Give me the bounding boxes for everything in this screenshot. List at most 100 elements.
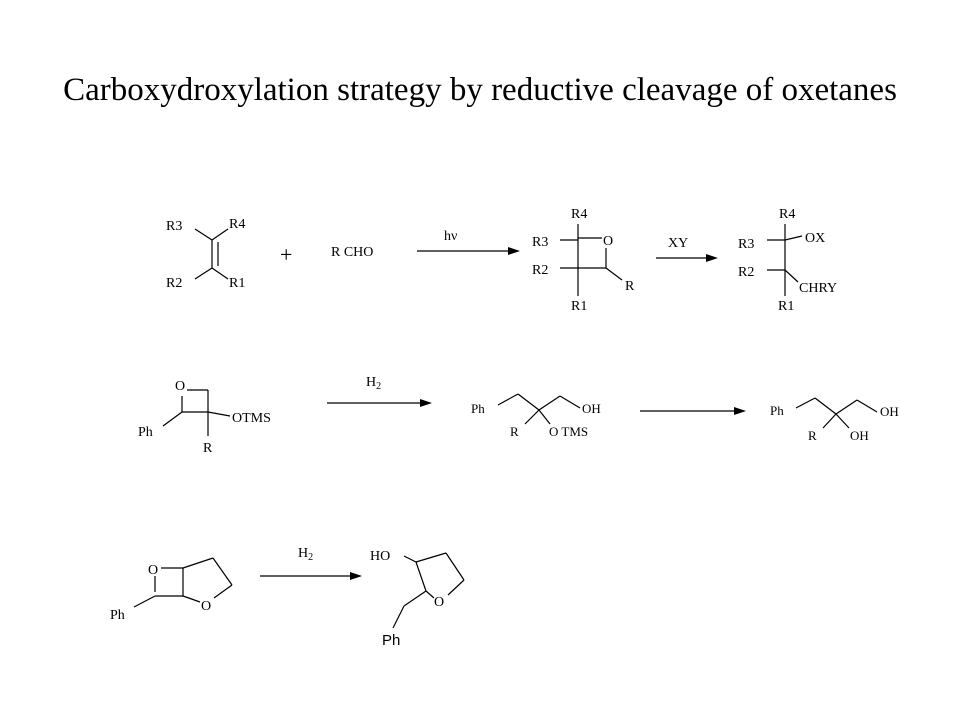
bond bbox=[524, 409, 540, 425]
scheme-3: O O Ph H2 HO O Ph bbox=[110, 546, 465, 649]
label-oh-2: OH bbox=[850, 428, 869, 443]
bond bbox=[213, 584, 233, 599]
bond bbox=[194, 228, 213, 241]
bond bbox=[182, 595, 201, 603]
arrow-label-sub: 2 bbox=[308, 552, 313, 563]
arrow-label: hν bbox=[444, 229, 457, 244]
bond bbox=[403, 590, 427, 607]
oxetane-structure: R4 R3 O R2 R R1 bbox=[532, 207, 635, 314]
label-r4: R4 bbox=[779, 207, 795, 222]
label-r2: R2 bbox=[166, 276, 182, 291]
bond bbox=[822, 413, 837, 429]
label-ox: OX bbox=[805, 231, 825, 246]
arrow-hv: hν bbox=[417, 229, 520, 255]
bond bbox=[182, 557, 214, 569]
arrow-label: H2 bbox=[366, 375, 381, 392]
bond bbox=[447, 579, 465, 596]
label-ho: HO bbox=[370, 549, 390, 564]
label-o-1: O bbox=[148, 563, 158, 578]
label-o: O bbox=[603, 234, 613, 249]
bond bbox=[415, 552, 447, 563]
label-oh-1: OH bbox=[880, 404, 899, 419]
label-ph: Ph bbox=[382, 632, 400, 649]
arrow-xy: XY bbox=[656, 236, 718, 262]
bond bbox=[559, 395, 581, 409]
label-o: O bbox=[434, 595, 444, 610]
label-chry: CHRY bbox=[799, 281, 837, 296]
bond bbox=[425, 590, 435, 599]
bond bbox=[211, 228, 229, 241]
arrow-head bbox=[734, 407, 746, 415]
label-r1: R1 bbox=[571, 299, 587, 314]
arrow-head bbox=[350, 572, 362, 580]
bond bbox=[856, 399, 878, 413]
bond bbox=[392, 605, 405, 629]
label-r: R bbox=[625, 279, 635, 294]
label-ph: Ph bbox=[471, 401, 485, 416]
label-o: O bbox=[175, 379, 185, 394]
label-oh: OH bbox=[582, 401, 601, 416]
bond bbox=[835, 413, 850, 429]
arrow-label-h: H bbox=[298, 546, 308, 561]
label-r2: R2 bbox=[532, 263, 548, 278]
scheme-2: O Ph OTMS R H2 Ph OH R bbox=[138, 375, 899, 456]
oxetane-otms-structure: O Ph OTMS R bbox=[138, 379, 271, 456]
label-r2: R2 bbox=[738, 265, 754, 280]
bond bbox=[212, 557, 233, 586]
bond bbox=[605, 267, 623, 281]
label-ph: Ph bbox=[110, 608, 125, 623]
bond bbox=[835, 399, 858, 415]
label-r4: R4 bbox=[571, 207, 587, 222]
arrow-label: XY bbox=[668, 236, 688, 251]
alkene-structure: R3 R4 R2 R1 bbox=[166, 217, 245, 291]
label-r1: R1 bbox=[778, 299, 794, 314]
label-r3: R3 bbox=[166, 219, 182, 234]
bicyclic-structure: O O Ph bbox=[110, 557, 233, 623]
arrow-label: H2 bbox=[298, 546, 313, 563]
slide-title: Carboxydroxylation strategy by reductive… bbox=[63, 72, 897, 108]
aldehyde-label: R CHO bbox=[331, 245, 373, 260]
label-r3: R3 bbox=[532, 235, 548, 250]
plus-sign: + bbox=[280, 242, 292, 267]
bond bbox=[403, 555, 417, 563]
label-r: R bbox=[808, 428, 817, 443]
bond bbox=[795, 397, 816, 409]
label-r1: R1 bbox=[229, 276, 245, 291]
bond bbox=[133, 595, 156, 608]
bond bbox=[194, 267, 213, 280]
product-structure: R4 OX R3 R2 CHRY R1 bbox=[738, 207, 837, 314]
scheme-1: R3 R4 R2 R1 + R CHO hν bbox=[166, 207, 837, 314]
label-ph: Ph bbox=[138, 425, 153, 440]
bond bbox=[415, 561, 427, 592]
bond bbox=[517, 393, 540, 411]
bond bbox=[445, 552, 465, 581]
arrow-h2: H2 bbox=[327, 375, 432, 407]
bond bbox=[207, 411, 231, 417]
label-ph: Ph bbox=[770, 403, 784, 418]
arrow-head bbox=[508, 247, 520, 255]
label-r: R bbox=[203, 441, 213, 456]
label-otms: OTMS bbox=[232, 411, 271, 426]
label-r4: R4 bbox=[229, 217, 245, 232]
bond bbox=[497, 393, 519, 406]
arrow-label-h: H bbox=[366, 375, 376, 390]
label-otms: O TMS bbox=[549, 424, 588, 439]
thf-product-structure: HO O Ph bbox=[370, 549, 465, 649]
diol-product-structure: Ph OH R OH bbox=[770, 397, 899, 443]
bond bbox=[538, 409, 551, 425]
bond bbox=[211, 267, 229, 280]
intermediate-structure: Ph OH R O TMS bbox=[471, 393, 601, 439]
arrow-plain bbox=[640, 407, 746, 415]
label-r3: R3 bbox=[738, 237, 754, 252]
arrow-h2: H2 bbox=[260, 546, 362, 580]
bond bbox=[162, 411, 183, 427]
bond bbox=[784, 269, 799, 283]
arrow-label-sub: 2 bbox=[376, 381, 381, 392]
arrow-head bbox=[706, 254, 718, 262]
label-o-2: O bbox=[201, 599, 211, 614]
arrow-head bbox=[420, 399, 432, 407]
bond bbox=[784, 235, 803, 241]
bond bbox=[538, 395, 561, 411]
bond bbox=[814, 397, 837, 415]
